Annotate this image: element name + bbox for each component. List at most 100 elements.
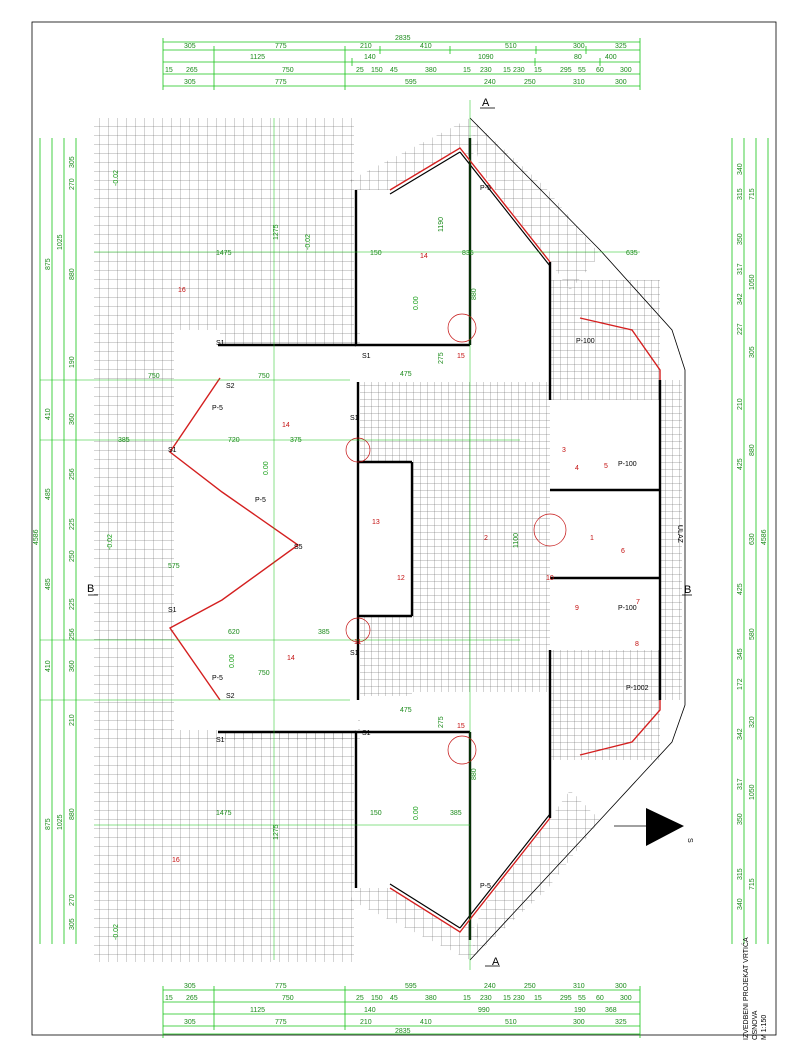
dim-375: 375 <box>290 437 302 444</box>
facade-se <box>389 817 551 933</box>
dim-right-o-0: 715 <box>749 188 756 200</box>
room-no-13: 13 <box>372 519 380 526</box>
dim-top-r3-0: 15 <box>165 67 173 74</box>
dim-left-o-7: 875 <box>45 818 52 830</box>
room-no-15b: 15 <box>457 723 465 730</box>
dim-bot-r1-5: 310 <box>573 983 585 990</box>
tag-s2-b: S2 <box>226 693 235 700</box>
dim-475-a: 475 <box>400 371 412 378</box>
room-no-8: 8 <box>635 641 639 648</box>
dim-750-a: 750 <box>148 373 160 380</box>
section-a-top: A <box>482 97 490 109</box>
ne-terrace-grid <box>470 118 600 290</box>
dim-right-i-6: 227 <box>737 323 744 335</box>
dim-top-r4-2: 595 <box>405 79 417 86</box>
dim-275-a: 275 <box>438 352 445 364</box>
dim-right-i-24: 340 <box>737 898 744 910</box>
dim-top-r2-3: 80 <box>574 54 582 61</box>
hall-grid-b <box>360 616 412 696</box>
dim-left-o-4: 485 <box>45 578 52 590</box>
room-no-6: 6 <box>621 548 625 555</box>
dim-bot-r2-11: 15 <box>534 995 542 1002</box>
dim-right-i-15: 345 <box>737 648 744 660</box>
dim-left-i-25: 305 <box>69 918 76 930</box>
tag-s1-d: S1 <box>168 607 177 614</box>
dims-top-row3-labels: 15 265 750 25 150 45 380 15 230 15 230 1… <box>165 67 632 74</box>
tag-s1-c: S1 <box>168 447 177 454</box>
level-2: -0.02 <box>113 170 120 186</box>
dims-top-row1-labels: 305 775 210 410 510 300 325 <box>184 43 627 50</box>
tag-s1-a: S1 <box>216 340 225 347</box>
tag-p5-e: P-5 <box>480 883 491 890</box>
dim-left-i-4: 190 <box>69 356 76 368</box>
dim-left-i-18: 360 <box>69 660 76 672</box>
dim-top-r4-5: 310 <box>573 79 585 86</box>
tag-s1-f: S1 <box>216 737 225 744</box>
tag-p100-a: P-100 <box>576 338 595 345</box>
room-no-4: 4 <box>575 465 579 472</box>
dim-150-a: 150 <box>370 250 382 257</box>
tag-ulaz: ULAZ <box>676 525 683 544</box>
dim-bot-r4-0: 305 <box>184 1019 196 1026</box>
element-tags: S1 S1 S1 S1 S1 S1 S1 S1 S2 S2 S5 P-5 P-5… <box>168 185 683 890</box>
dim-left-total: 4586 <box>33 529 40 545</box>
dim-bot-r2-15: 300 <box>620 995 632 1002</box>
tag-s1-e: S1 <box>362 730 371 737</box>
dim-1475-bot: 1475 <box>216 810 232 817</box>
section-a-bottom: A <box>492 956 500 968</box>
room-no-14c: 14 <box>282 422 290 429</box>
room-no-5: 5 <box>604 463 608 470</box>
dim-right-i-0: 340 <box>737 163 744 175</box>
dims-left <box>39 138 77 944</box>
dim-left-o-0: 875 <box>45 258 52 270</box>
room-no-2: 2 <box>484 535 488 542</box>
dim-150-b: 150 <box>370 810 382 817</box>
section-marks: A A B B <box>87 97 692 968</box>
tag-s1-b: S1 <box>362 353 371 360</box>
dim-top-r3-7: 15 <box>463 67 471 74</box>
dim-bot-r2-4: 150 <box>371 995 383 1002</box>
north-arrow-label: S <box>686 838 693 843</box>
dim-right-i-8: 210 <box>737 398 744 410</box>
level-6: 0.00 <box>413 806 420 820</box>
dim-right-o-6: 320 <box>749 716 756 728</box>
tag-p1002: P-1002 <box>626 685 649 692</box>
dim-bot-r2-13: 55 <box>578 995 586 1002</box>
dim-top-r3-1: 265 <box>186 67 198 74</box>
dim-385-c: 385 <box>450 810 462 817</box>
room-no-16a: 16 <box>178 287 186 294</box>
dim-left-i-16: 256 <box>69 628 76 640</box>
dim-left-o-2: 410 <box>45 408 52 420</box>
level-5: -0.02 <box>305 234 312 250</box>
dim-left-i-1: 270 <box>69 178 76 190</box>
tag-p100-c: P-100 <box>618 605 637 612</box>
room-no-11: 11 <box>354 639 361 646</box>
dim-top-r2-0: 1125 <box>250 54 265 61</box>
dim-right-i-20: 317 <box>737 778 744 790</box>
dim-top-r1-3: 410 <box>420 43 432 50</box>
dim-right-i-4: 317 <box>737 263 744 275</box>
facade-ne-inner-2 <box>459 151 551 267</box>
dim-bot-r1-0: 305 <box>184 983 196 990</box>
dim-top-r3-10: 230 <box>513 67 525 74</box>
dim-bot-r2-12: 295 <box>560 995 572 1002</box>
tag-p5-b: P-5 <box>255 497 266 504</box>
facade-west <box>168 377 300 701</box>
dim-right-o-4: 630 <box>749 533 756 545</box>
dim-835: 835 <box>462 250 474 257</box>
dim-top-r3-4: 150 <box>371 67 383 74</box>
dim-385-a: 385 <box>118 437 130 444</box>
section-b-right: B <box>684 584 691 596</box>
dim-bot-r1-4: 250 <box>524 983 536 990</box>
dims-bottom-row2-labels: 15 265 750 25 150 45 380 15 230 15 230 1… <box>165 995 632 1002</box>
facade-east-s <box>579 700 661 756</box>
dim-bot-r3-3: 190 <box>574 1007 586 1014</box>
dim-top-r1-4: 510 <box>505 43 517 50</box>
dim-top-r3-14: 60 <box>596 67 604 74</box>
dim-top-r3-9: 15 <box>503 67 511 74</box>
title-block: IZVEDBENI PROJEKAT VRTIĆA OSNOVA M 1:150 <box>741 937 768 1040</box>
dim-bot-r1-6: 300 <box>615 983 627 990</box>
dim-bot-r2-3: 25 <box>356 995 364 1002</box>
tag-s5: S5 <box>294 544 303 551</box>
dim-top-r3-5: 45 <box>390 67 398 74</box>
